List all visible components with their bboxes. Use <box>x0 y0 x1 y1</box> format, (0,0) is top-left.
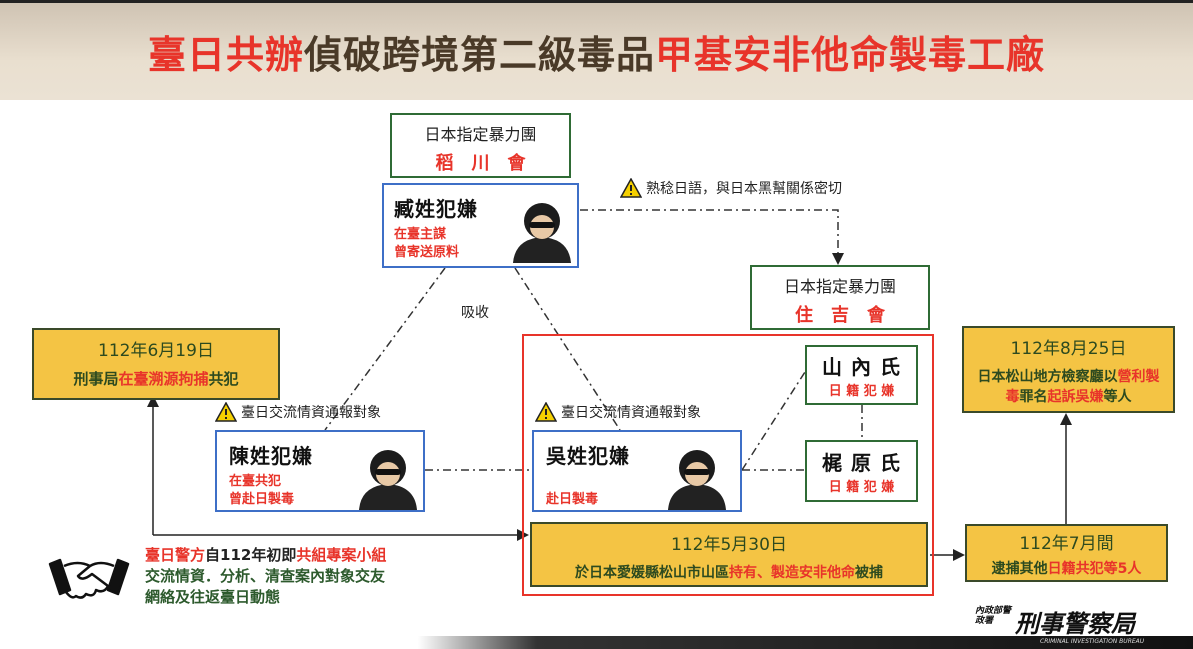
handshake-icon <box>48 558 130 599</box>
logo-org-en: CRIMINAL INVESTIGATION BUREAU <box>1040 638 1145 645</box>
page-title: 臺日共辦偵破跨境第二級毒品甲基安非他命製毒工廠 <box>0 24 1193 79</box>
suspect-role: 曾赴日製毒 <box>229 492 295 507</box>
warning-text: 臺日交流情資通報對象 <box>561 405 701 421</box>
event-text: 營利製毒 <box>1005 369 1160 405</box>
event-date: 112年7月間 <box>1019 534 1114 554</box>
coop-text: 自112年初即 <box>205 546 297 564</box>
event-date: 112年8月25日 <box>1010 339 1127 359</box>
warning-text: 臺日交流情資通報對象 <box>241 405 381 421</box>
cooperation-text: 臺日警方自112年初即共組專案小組 交流情資．分析、清查案內對象交友 網絡及往返… <box>145 545 386 608</box>
coop-text: 交流情資．分析、清查案內對象交友 <box>145 567 386 585</box>
gang-label: 日本指定暴力團 <box>783 277 896 296</box>
event-text: 日本松山地方檢察廳以 <box>977 369 1118 385</box>
coop-text: 共組專案小組 <box>296 546 387 564</box>
suspect-role: 日 籍 犯 嫌 <box>828 384 895 399</box>
gang-name: 稻 川 會 <box>435 153 526 174</box>
event-text: 逮捕其他 <box>991 561 1048 577</box>
suspect-name: 梶 原 氏 <box>822 451 901 475</box>
suspect-role: 在臺共犯 <box>229 474 282 489</box>
warning-icon <box>535 402 557 422</box>
event-text: 等5人 <box>1103 561 1142 577</box>
sumiyoshi-kai-box: 日本指定暴力團 住 吉 會 <box>750 265 930 330</box>
event-text: 持有、製造安非他命 <box>729 565 855 581</box>
event-text: 共犯 <box>208 370 239 388</box>
inagawa-kai-box: 日本指定暴力團 稻 川 會 <box>390 113 571 178</box>
chen-warning: 臺日交流情資通報對象 <box>215 402 381 422</box>
suspect-kajiwara-box: 梶 原 氏 日 籍 犯 嫌 <box>805 440 918 502</box>
suspect-zang-box: 臧姓犯嫌 在臺主謀 曾寄送原料 <box>382 183 579 268</box>
event-0619-box: 112年6月19日 刑事局在臺溯源拘捕共犯 <box>32 328 280 400</box>
suspect-role: 赴日製毒 <box>546 492 599 507</box>
event-date: 112年5月30日 <box>671 535 787 555</box>
wu-warning: 臺日交流情資通報對象 <box>535 402 701 422</box>
event-text: 罪名 <box>1019 389 1048 405</box>
coop-text: 網絡及往返臺日動態 <box>145 588 281 606</box>
gang-label: 日本指定暴力團 <box>424 125 537 144</box>
gang-name: 住 吉 會 <box>795 305 885 326</box>
event-07-box: 112年7月間 逮捕其他日籍共犯等5人 <box>965 524 1168 582</box>
zang-warning: 熟稔日語，與日本黑幫關係密切 <box>620 178 842 198</box>
event-date: 112年6月19日 <box>98 341 214 361</box>
footer-strip <box>0 636 1193 649</box>
event-text: 在臺溯源拘捕 <box>118 370 209 388</box>
warning-icon <box>620 178 642 198</box>
suspect-wu-box: 吳姓犯嫌 赴日製毒 <box>532 430 742 512</box>
event-text: 等人 <box>1103 389 1132 405</box>
suspect-role: 在臺主謀 <box>394 227 447 242</box>
event-text: 刑事局 <box>73 370 119 388</box>
suspect-name: 山 內 氏 <box>822 355 901 379</box>
suspect-role: 日 籍 犯 嫌 <box>828 480 895 495</box>
warning-icon <box>215 402 237 422</box>
suspect-chen-box: 陳姓犯嫌 在臺共犯 曾赴日製毒 <box>215 430 425 512</box>
event-0530-box: 112年5月30日 於日本愛媛縣松山市山區持有、製造安非他命被捕 <box>530 522 928 587</box>
suspect-role: 曾寄送原料 <box>394 245 460 260</box>
event-text: 起訴吳嫌 <box>1047 389 1104 405</box>
suspect-name: 陳姓犯嫌 <box>229 444 313 468</box>
coop-text: 臺日警方 <box>145 546 206 564</box>
title-part: 甲基安非他命製毒工廠 <box>655 33 1046 77</box>
event-0825-box: 112年8月25日 日本松山地方檢察廳以營利製毒罪名起訴吳嫌等人 <box>962 326 1175 413</box>
suspect-silhouette-icon <box>359 450 417 510</box>
logo-org-small: 內政部警政署 <box>975 606 1012 626</box>
suspect-name: 吳姓犯嫌 <box>546 444 630 468</box>
suspect-name: 臧姓犯嫌 <box>394 197 478 221</box>
event-text: 被捕 <box>855 565 883 581</box>
suspect-silhouette-icon <box>668 450 726 510</box>
suspect-yamauchi-box: 山 內 氏 日 籍 犯 嫌 <box>805 345 918 405</box>
absorb-label: 吸收 <box>461 305 489 321</box>
event-text: 日籍共犯 <box>1047 561 1104 577</box>
title-part: 臺日共辦 <box>147 33 304 77</box>
logo-org-name: 刑事警察局 <box>1015 610 1135 638</box>
suspect-silhouette-icon <box>513 203 571 263</box>
title-part: 偵破跨境第二級毒品 <box>303 33 655 77</box>
event-text: 於日本愛媛縣松山市山區 <box>575 565 729 581</box>
warning-text: 熟稔日語，與日本黑幫關係密切 <box>646 181 842 197</box>
header-banner <box>0 0 1193 100</box>
